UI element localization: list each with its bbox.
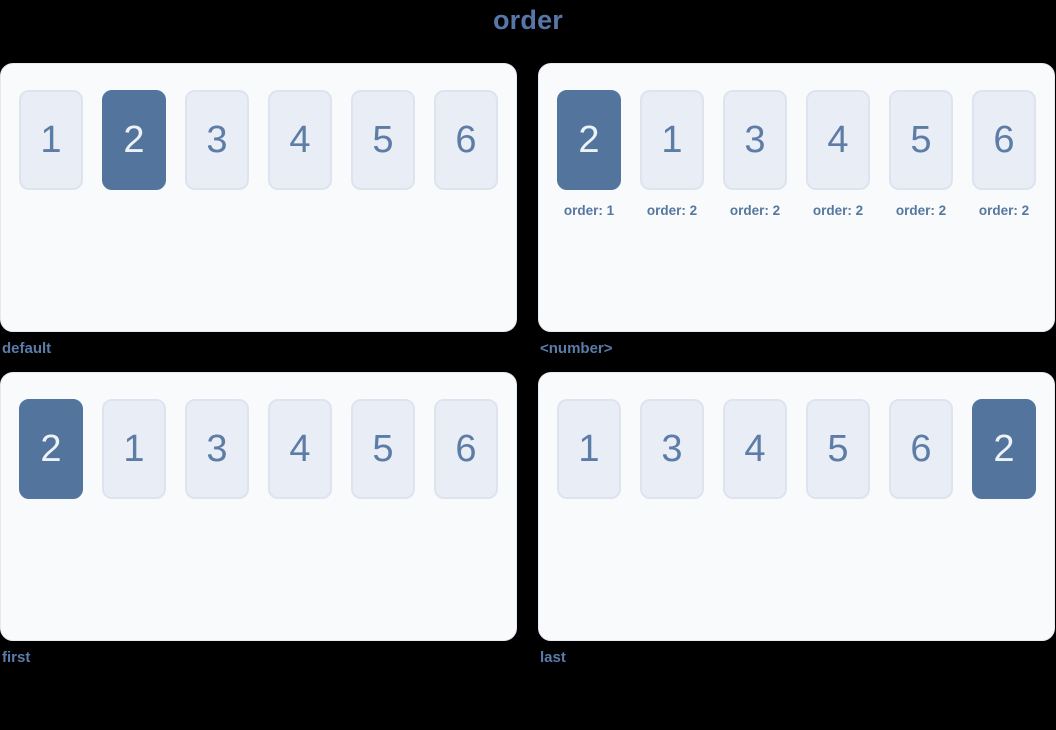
order-caption: order: 2 bbox=[729, 203, 781, 218]
page-title: order bbox=[492, 5, 564, 35]
flex-item: 2 bbox=[102, 90, 166, 190]
flex-item-column: 6 order: 2 bbox=[972, 90, 1036, 218]
flex-item-column: 5 order: 2 bbox=[889, 90, 953, 218]
example-default: 1 2 3 4 5 6 default bbox=[0, 63, 517, 357]
flex-item: 6 bbox=[434, 90, 498, 190]
example-last: 1 3 4 5 6 2 last bbox=[538, 372, 1055, 666]
examples-grid: 1 2 3 4 5 6 default 2 order: 1 1 order: … bbox=[0, 63, 1056, 666]
example-number: 2 order: 1 1 order: 2 3 order: 2 4 order… bbox=[538, 63, 1055, 357]
flex-items-row: 1 3 4 5 6 2 bbox=[557, 399, 1036, 499]
example-label-number: <number> bbox=[540, 340, 613, 357]
example-panel-last: 1 3 4 5 6 2 bbox=[538, 372, 1055, 641]
flex-item: 1 bbox=[102, 399, 166, 499]
flex-item: 6 bbox=[889, 399, 953, 499]
example-panel-number: 2 order: 1 1 order: 2 3 order: 2 4 order… bbox=[538, 63, 1055, 332]
flex-item-column: 4 order: 2 bbox=[806, 90, 870, 218]
example-panel-default: 1 2 3 4 5 6 bbox=[0, 63, 517, 332]
flex-item: 1 bbox=[640, 90, 704, 190]
flex-item: 5 bbox=[889, 90, 953, 190]
example-label-default: default bbox=[2, 340, 52, 357]
flex-item: 3 bbox=[185, 399, 249, 499]
flex-item: 6 bbox=[434, 399, 498, 499]
flex-item: 5 bbox=[351, 90, 415, 190]
example-first: 2 1 3 4 5 6 first bbox=[0, 372, 517, 666]
flex-item: 4 bbox=[268, 90, 332, 190]
flex-item: 3 bbox=[723, 90, 787, 190]
order-caption: order: 2 bbox=[812, 203, 864, 218]
flex-items-row: 2 order: 1 1 order: 2 3 order: 2 4 order… bbox=[557, 90, 1036, 218]
order-caption: order: 2 bbox=[646, 203, 698, 218]
flex-item-column: 2 order: 1 bbox=[557, 90, 621, 218]
flex-item-column: 3 order: 2 bbox=[723, 90, 787, 218]
flex-item: 4 bbox=[723, 399, 787, 499]
flex-items-row: 1 2 3 4 5 6 bbox=[19, 90, 498, 190]
flex-item: 3 bbox=[185, 90, 249, 190]
example-panel-first: 2 1 3 4 5 6 bbox=[0, 372, 517, 641]
flex-item: 1 bbox=[557, 399, 621, 499]
flex-item: 2 bbox=[557, 90, 621, 190]
order-caption: order: 2 bbox=[978, 203, 1030, 218]
order-caption: order: 1 bbox=[563, 203, 615, 218]
flex-item-column: 1 order: 2 bbox=[640, 90, 704, 218]
flex-item: 4 bbox=[806, 90, 870, 190]
flex-items-row: 2 1 3 4 5 6 bbox=[19, 399, 498, 499]
flex-item: 5 bbox=[351, 399, 415, 499]
flex-item: 1 bbox=[19, 90, 83, 190]
example-label-last: last bbox=[540, 649, 566, 666]
flex-item: 3 bbox=[640, 399, 704, 499]
flex-item: 6 bbox=[972, 90, 1036, 190]
flex-item: 2 bbox=[19, 399, 83, 499]
flex-item: 2 bbox=[972, 399, 1036, 499]
example-label-first: first bbox=[2, 649, 31, 666]
flex-item: 4 bbox=[268, 399, 332, 499]
flex-item: 5 bbox=[806, 399, 870, 499]
order-caption: order: 2 bbox=[895, 203, 947, 218]
